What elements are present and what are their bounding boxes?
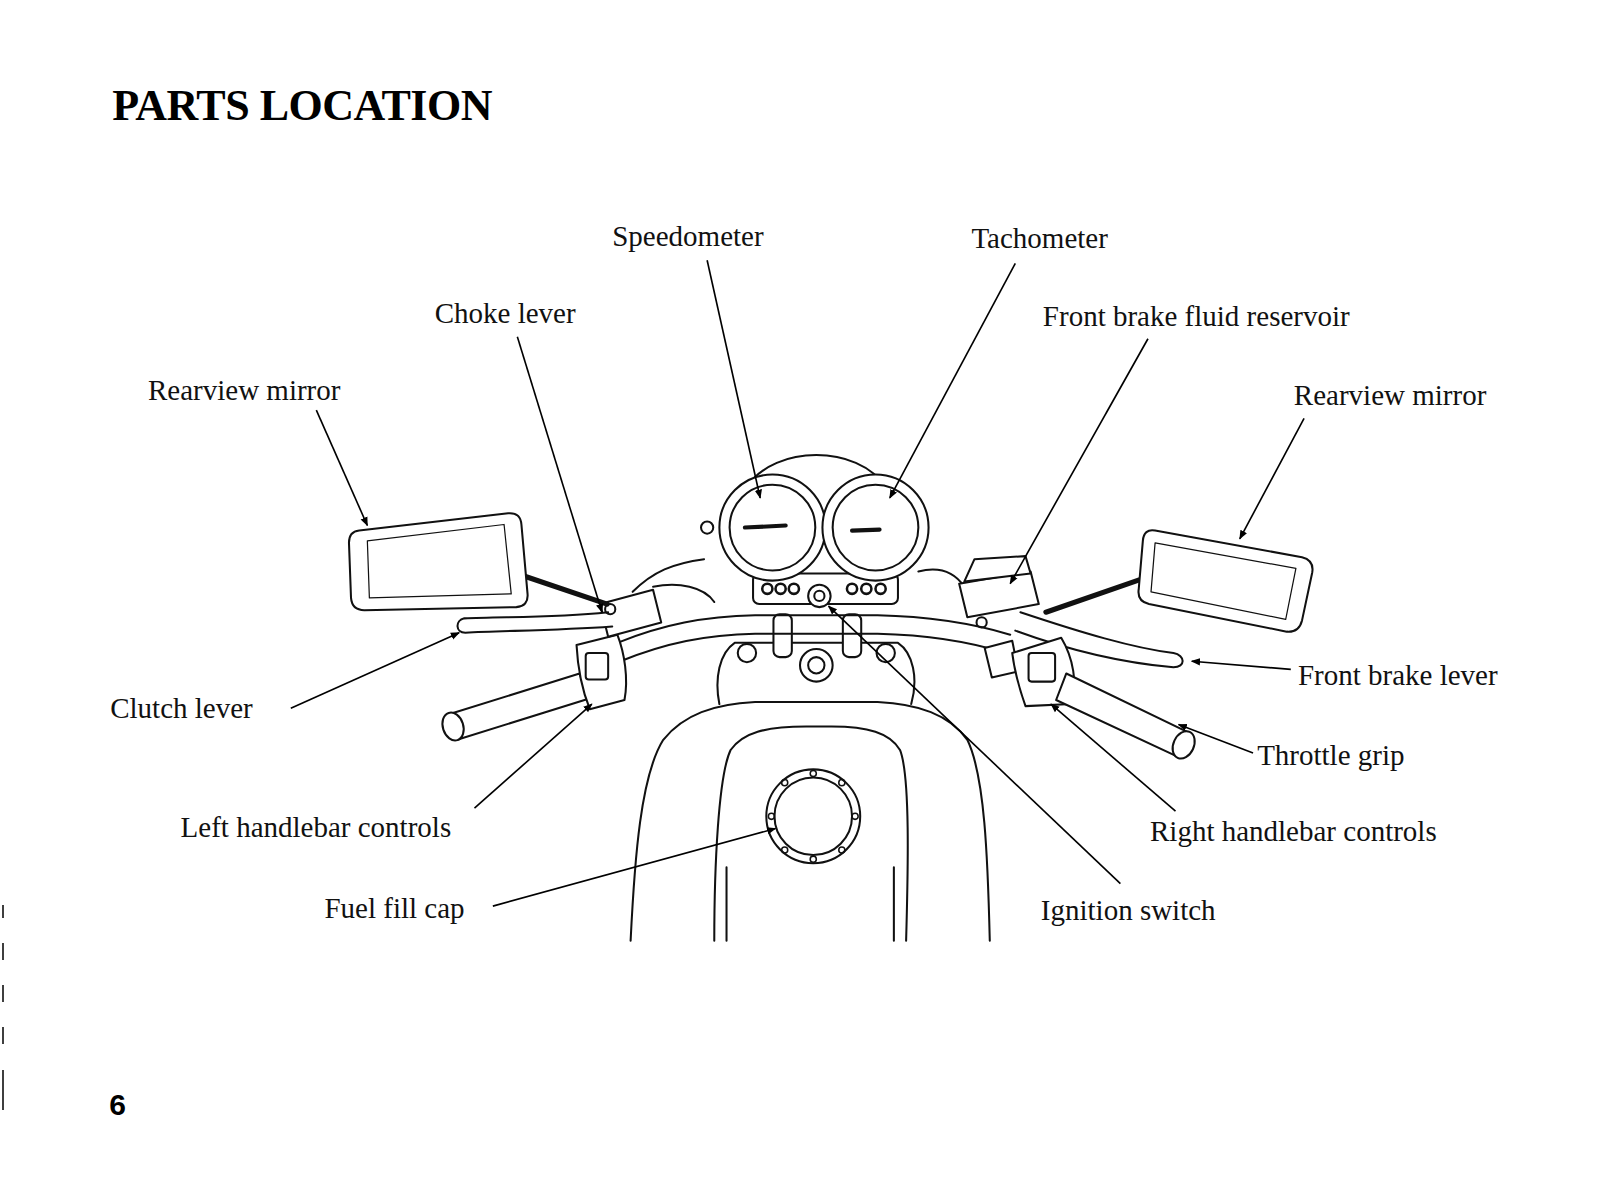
throttle-grip <box>1056 673 1189 757</box>
bolt <box>977 617 987 627</box>
mirror-glass <box>1151 543 1296 620</box>
grip-end <box>439 710 467 743</box>
steering-head <box>717 643 914 704</box>
page-title: PARTS LOCATION <box>112 84 492 128</box>
left-mirror <box>349 513 528 610</box>
bar-clamp <box>843 614 861 657</box>
tank-seam <box>727 867 894 940</box>
leader-line <box>493 829 776 907</box>
handlebar <box>620 634 1006 662</box>
leader-lines <box>291 260 1304 906</box>
stem-nut <box>800 649 833 682</box>
part-label: Rearview mirror <box>148 376 340 405</box>
cable <box>653 585 714 602</box>
part-label: Speedometer <box>612 222 763 251</box>
leader-line <box>1240 418 1304 538</box>
left-grip <box>449 673 588 739</box>
leader-line <box>707 260 760 498</box>
part-label: Ignition switch <box>1041 896 1216 925</box>
leader-line <box>1010 339 1148 584</box>
speedometer-face <box>730 485 816 571</box>
stem-nut-inner <box>808 657 824 673</box>
gauge-needle <box>745 526 786 528</box>
part-label: Left handlebar controls <box>181 813 452 842</box>
switch-button <box>586 653 608 680</box>
speedometer-bezel <box>719 474 825 580</box>
leader-line <box>890 263 1016 498</box>
leader-line <box>291 633 459 709</box>
bar-clamp <box>773 614 791 657</box>
mirror-stem <box>1046 579 1143 613</box>
leader-line <box>829 606 1121 884</box>
right-mirror <box>1138 530 1312 631</box>
cable <box>918 570 964 587</box>
part-label: Right handlebar controls <box>1150 817 1437 846</box>
clutch-perch <box>600 590 661 637</box>
part-label: Clutch lever <box>110 694 253 723</box>
reservoir-cap <box>964 556 1030 582</box>
handlebar <box>617 615 1010 643</box>
switch-button <box>1029 653 1056 682</box>
gauge-needle <box>852 530 880 531</box>
tachometer-bezel <box>822 474 928 580</box>
fuel-cap-ring <box>766 769 860 863</box>
part-label: Choke lever <box>435 299 576 328</box>
fuel-cap <box>774 778 852 856</box>
trip-knob <box>701 521 713 533</box>
margin-marks <box>2 905 4 1110</box>
leader-line <box>1179 724 1253 753</box>
part-label: Fuel fill cap <box>324 894 464 923</box>
ignition-switch <box>808 585 830 607</box>
part-label: Front brake fluid reservoir <box>1043 302 1350 331</box>
motorcycle-drawing <box>349 455 1313 941</box>
part-label: Throttle grip <box>1257 741 1404 770</box>
part-label: Rearview mirror <box>1294 381 1486 410</box>
clutch-lever <box>458 612 613 632</box>
leader-line <box>1051 704 1175 811</box>
part-label: Front brake lever <box>1298 661 1498 690</box>
left-switch-housing <box>577 635 627 709</box>
tank-panel <box>714 727 908 941</box>
grip-end <box>1168 728 1199 763</box>
leader-line <box>517 337 602 613</box>
mirror-glass <box>367 524 511 597</box>
fork-cap <box>738 644 756 662</box>
tachometer-face <box>833 485 919 571</box>
fuel-cap-bolts <box>768 770 858 862</box>
leader-line <box>474 704 591 808</box>
page-number: 6 <box>109 1090 126 1120</box>
part-label: Tachometer <box>971 224 1107 253</box>
fuel-tank <box>631 702 990 941</box>
leader-line <box>316 410 367 525</box>
key-slot <box>814 591 824 601</box>
leader-line <box>1192 661 1291 669</box>
